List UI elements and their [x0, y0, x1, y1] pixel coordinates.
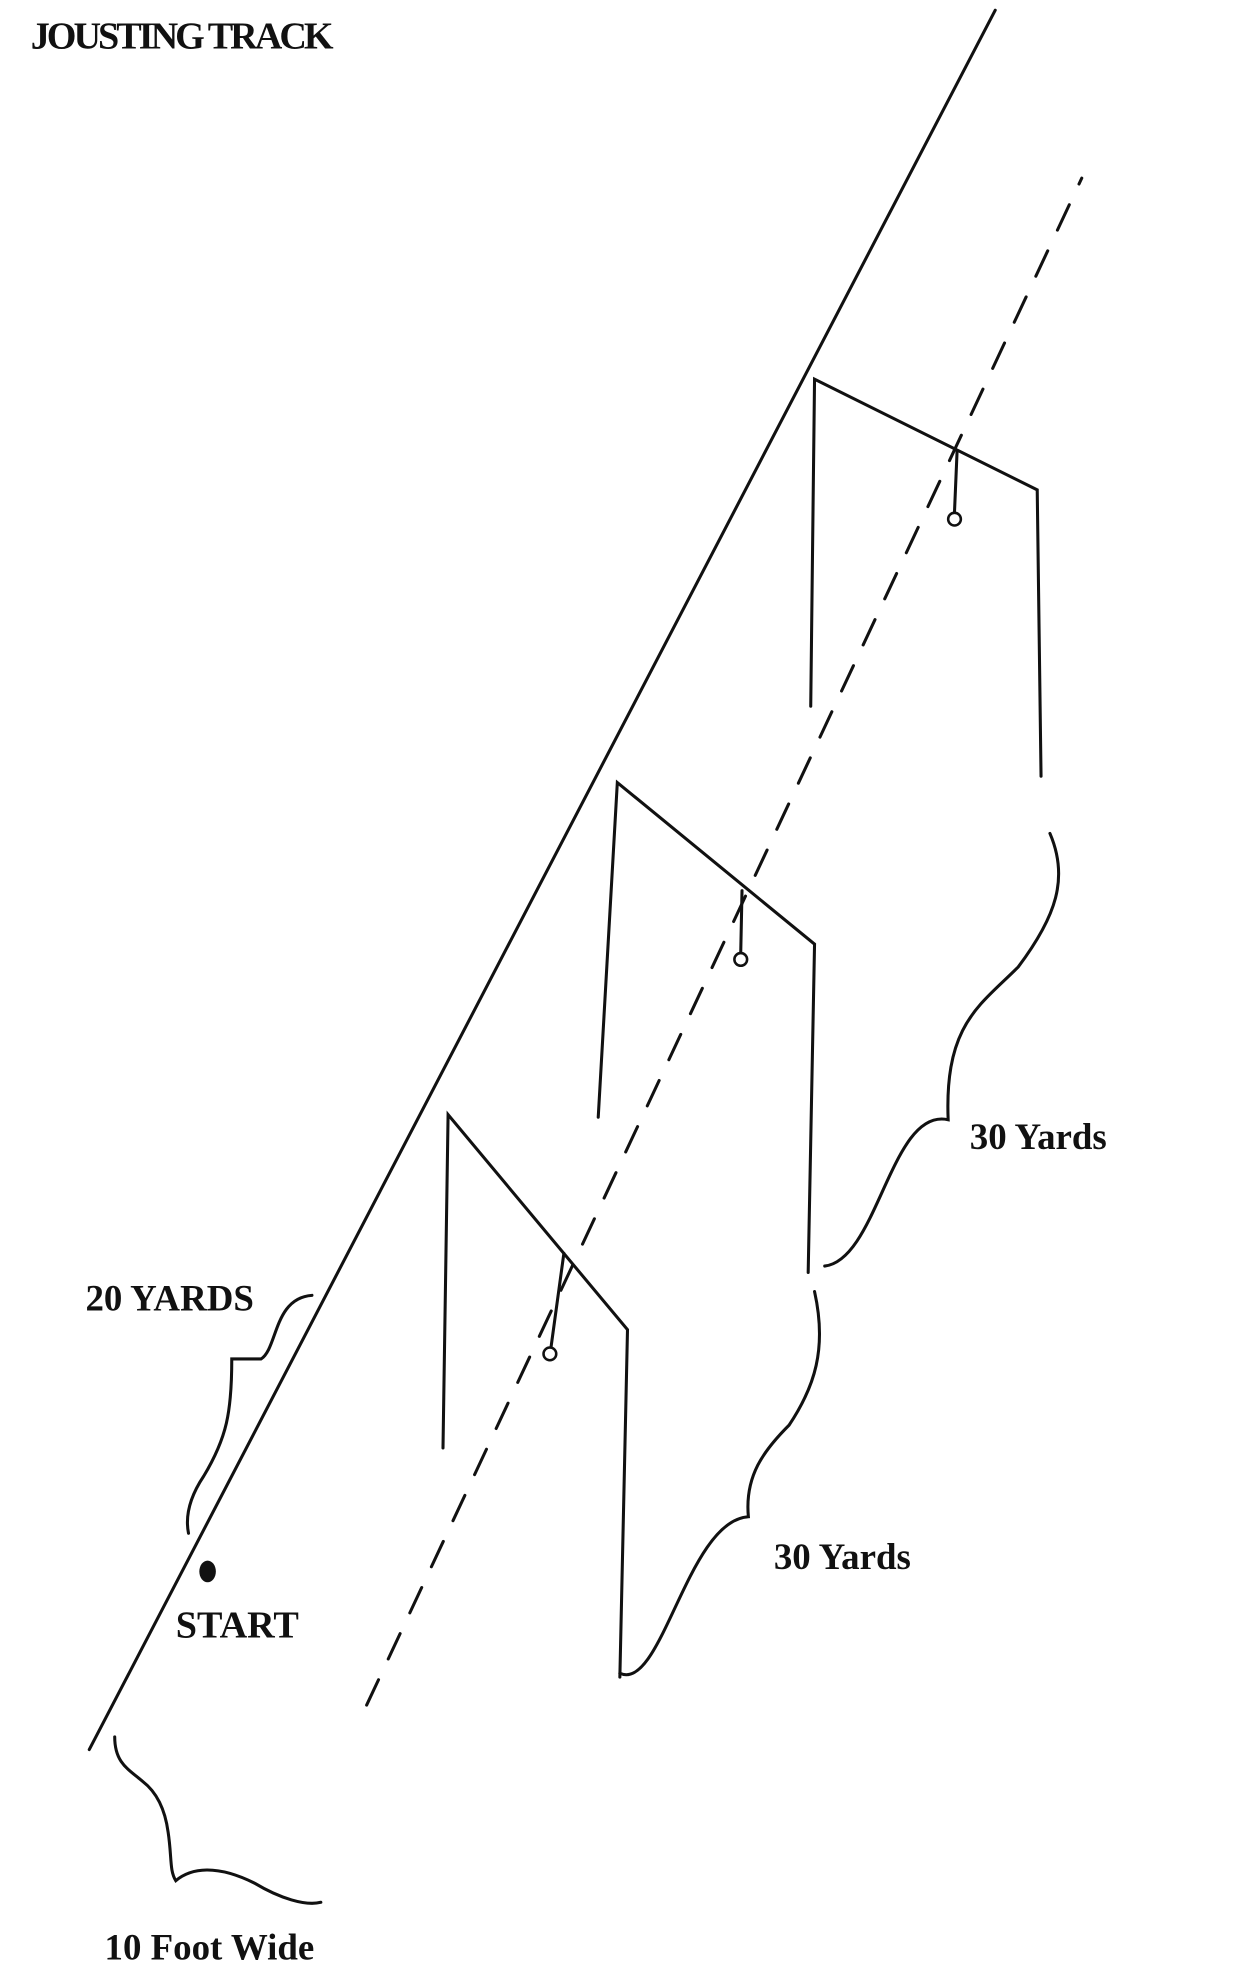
brace-20-yards [185, 1293, 314, 1535]
gate-1-frame [441, 1110, 630, 1679]
gate-3 [809, 376, 1043, 778]
gate-3-frame [809, 376, 1043, 778]
start-label: START [176, 1605, 299, 1647]
ring-icon [542, 1346, 558, 1362]
gate-3-hanger [952, 450, 959, 514]
first-distance-label: 20 YARDS [85, 1278, 253, 1319]
gate-spacing-label-lower: 30 Yards [774, 1536, 911, 1577]
ring-icon [946, 511, 963, 527]
track-width-label: 10 Foot Wide [105, 1927, 315, 1968]
gate-1-hanger [549, 1251, 566, 1348]
ring-icon [733, 951, 749, 968]
diagram-title: JOUSTING TRACK [31, 15, 334, 57]
gate-2 [596, 779, 817, 1274]
gate-2-frame [596, 779, 817, 1274]
brace-30-yards-upper [823, 831, 1061, 1268]
gate-spacing-label-upper: 30 Yards [970, 1116, 1107, 1157]
track-edge-line [87, 8, 997, 1752]
riding-lane-dashed-line [365, 176, 1084, 1707]
brace-30-yards-lower [618, 1289, 821, 1677]
brace-10-foot-wide [113, 1735, 323, 1905]
gate-1 [441, 1110, 630, 1679]
gate-2-hanger [739, 889, 744, 954]
start-marker-dot [199, 1560, 216, 1583]
